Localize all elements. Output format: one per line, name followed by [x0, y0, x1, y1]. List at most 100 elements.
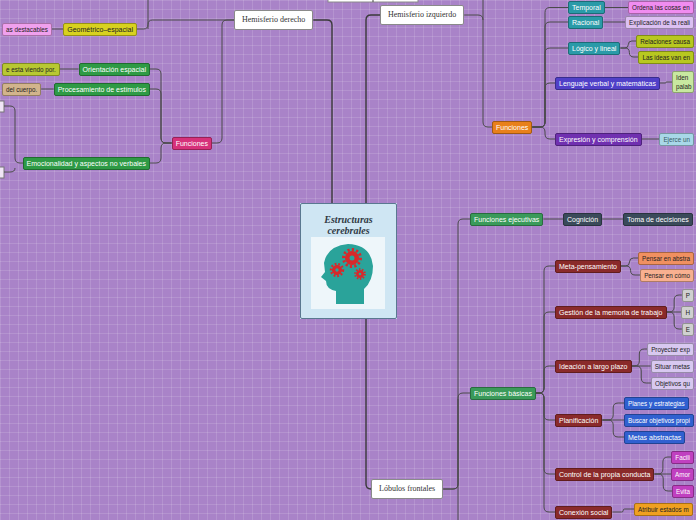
topic-box: Conexión social: [555, 506, 612, 519]
topic-text: Funciones básicas: [474, 389, 532, 398]
topic-text: Funciones: [496, 123, 528, 132]
gears: [331, 250, 365, 279]
topic-text: Cognición: [567, 215, 598, 224]
topic-text: Hemisferio derecho: [242, 15, 305, 25]
topic-text: Lenguaje verbal y matemáticas: [559, 79, 656, 88]
topic-box: Cognición: [563, 213, 602, 226]
topic-box: Temporal: [568, 1, 605, 14]
connector: [612, 509, 634, 512]
topic-text: Proyectar exp: [651, 345, 690, 354]
topic-box: Ideación a largo plazo: [555, 360, 632, 373]
connector: [150, 69, 172, 143]
topic-box: Funciones ejecutivas: [470, 213, 543, 226]
topic-box: Geométrico–espacial: [63, 23, 137, 36]
topic-box: Planificación: [555, 414, 602, 427]
topic-box: Las ideas van en: [638, 51, 694, 64]
topic-box: as destacables: [2, 23, 52, 36]
topic-text: Planes y estrategias: [628, 399, 685, 408]
connector: [536, 393, 555, 420]
connector: [150, 89, 172, 143]
connector: [602, 403, 624, 420]
topic-box: Ordena las cosas en: [628, 1, 694, 14]
topic-box: Pensar en cómo: [640, 269, 694, 282]
connector: [536, 312, 555, 393]
connector: [605, 7, 628, 8]
connector: [313, 20, 332, 203]
topic-box: e esta viendo por.: [2, 63, 60, 76]
topic-box: Relaciones causa: [636, 35, 694, 48]
connector: [366, 15, 380, 203]
connector: [532, 127, 555, 139]
branch-topic: Lóbulos frontales: [371, 479, 443, 499]
topic-text: Ejerce un: [663, 135, 690, 144]
topic-box: Amor: [671, 468, 694, 481]
connector: [667, 312, 682, 329]
topic-text: Funciones: [176, 139, 208, 148]
topic-box: Atribuir estados m: [634, 503, 693, 516]
topic-box: Toma de decisiones: [623, 213, 693, 226]
topic-text: Buscar objetivos propi: [628, 416, 690, 425]
topic-text: Objetivos qu: [655, 379, 690, 388]
connector: [536, 366, 555, 393]
topic-text: Orientación espacial: [83, 65, 146, 74]
center-box-fill: [300, 203, 397, 319]
connector: [603, 22, 625, 23]
topic-text: Planificación: [559, 416, 598, 425]
topic-text: Iden palab: [676, 73, 690, 91]
topic-text: Hemisferio izquierdo: [388, 10, 456, 20]
topic-text: Control de la propia conducta: [559, 470, 650, 479]
connector: [532, 83, 555, 127]
topic-box: Lenguaje verbal y matemáticas: [555, 77, 660, 90]
topic-box: Control de la propia conducta: [555, 468, 654, 481]
topic-text: Emocionalidad y aspectos no verbales: [27, 159, 146, 168]
topic-box: Procesamiento de estímulos: [54, 83, 150, 96]
topic-text: e esta viendo por.: [6, 65, 56, 74]
connector: [620, 48, 638, 57]
topic-text: Atribuir estados m: [638, 505, 689, 514]
topic-text: Pensar en cómo: [644, 271, 690, 280]
connector: [621, 266, 640, 275]
cut-box: [328, 0, 418, 2]
topic-box: Racional: [568, 16, 603, 29]
connector: [632, 349, 648, 366]
topic-box: P: [682, 289, 694, 302]
branch-topic: Hemisferio izquierdo: [380, 5, 464, 25]
topic-text: Temporal: [572, 3, 601, 12]
topic-box: Ejerce un: [659, 133, 694, 146]
connector: [620, 41, 636, 48]
topic-text: Las ideas van en: [642, 53, 690, 62]
topic-box: Objetivos qu: [651, 377, 694, 390]
topic-box: Buscar objetivos propi: [624, 414, 694, 427]
topic-text: Procesamiento de estímulos: [58, 85, 146, 94]
topic-box: Funciones: [172, 137, 212, 150]
connector: [536, 266, 555, 393]
connector: [212, 20, 234, 143]
topic-box: Pensar en abstra: [638, 252, 694, 265]
topic-box: Facili: [671, 451, 694, 464]
connector: [654, 457, 671, 474]
topic-text: Expresión y comprensión: [559, 135, 638, 144]
branch-topic: Hemisferio derecho: [234, 10, 313, 30]
connector: [642, 139, 660, 140]
connector: [443, 219, 470, 489]
connector: [602, 420, 624, 437]
topic-box: Metas abstractas: [624, 431, 685, 444]
topic-box: Planes y estrategias: [624, 397, 689, 410]
topic-box: E: [682, 323, 694, 336]
topic-box: del cuerpo.: [2, 83, 41, 96]
topic-box: Iden palab: [672, 71, 694, 93]
topic-text: Funciones ejecutivas: [474, 215, 539, 224]
connector: [52, 29, 63, 30]
connector: [536, 393, 555, 512]
topic-box: Proyectar exp: [647, 343, 694, 356]
connector: [532, 8, 568, 128]
connector: [536, 393, 555, 474]
topic-text: Gestión de la memoria de trabajo: [559, 308, 663, 317]
topic-box: Funciones: [492, 121, 532, 134]
topic-text: P: [686, 291, 690, 300]
topic-text: Amor: [675, 470, 690, 479]
topic-box: Emocionalidad y aspectos no verbales: [23, 157, 150, 170]
connector: [654, 474, 672, 491]
topic-box: Lógico y lineal: [568, 42, 620, 55]
connector: [602, 219, 623, 220]
